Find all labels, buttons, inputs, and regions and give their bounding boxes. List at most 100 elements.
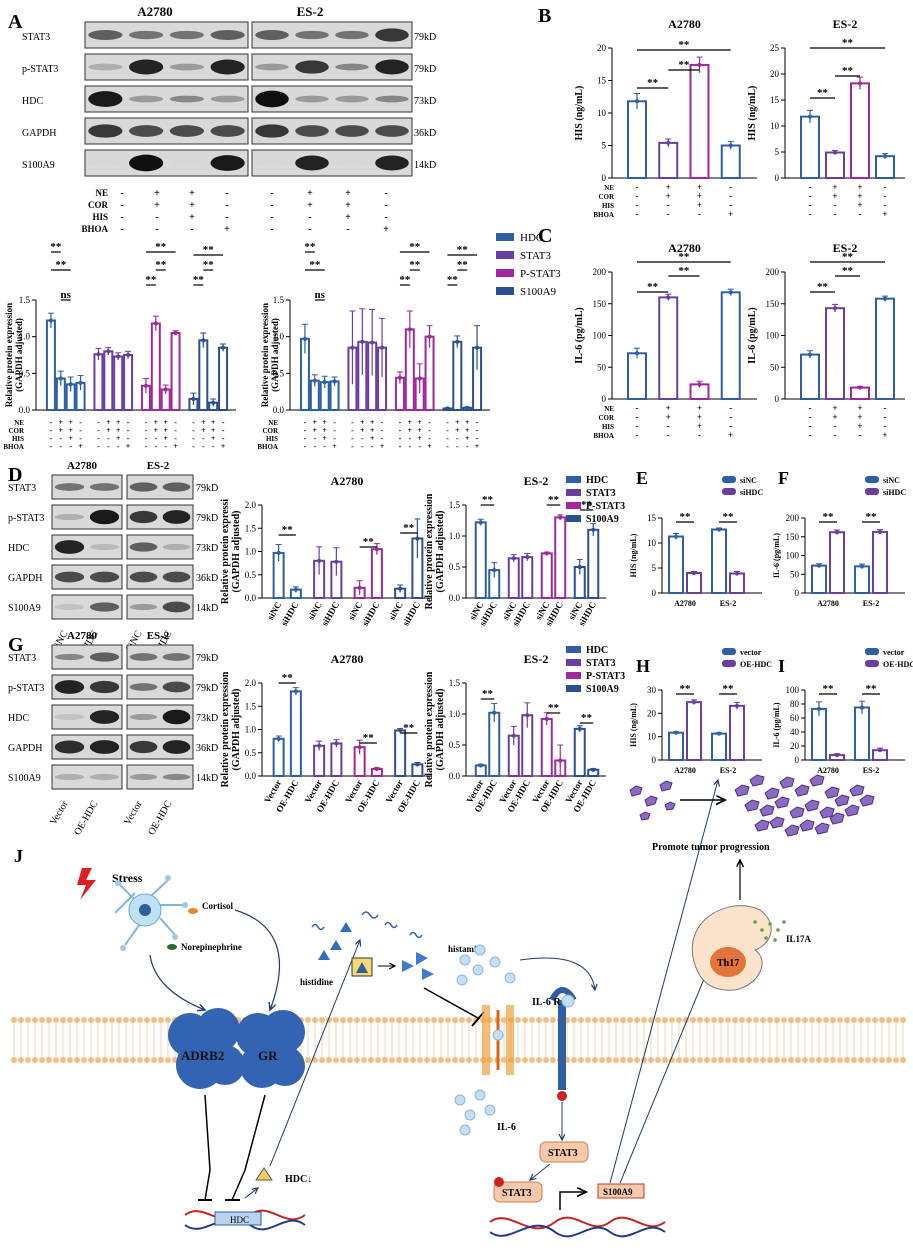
treat-sign: + bbox=[211, 426, 216, 435]
lipid-head bbox=[627, 1017, 633, 1023]
band bbox=[89, 773, 120, 781]
lipid-head bbox=[445, 1017, 451, 1023]
treat-label: HIS bbox=[12, 435, 24, 443]
bar bbox=[123, 354, 134, 411]
treat-sign: - bbox=[164, 442, 167, 451]
treat-sign: - bbox=[120, 212, 123, 223]
treat-sign: + bbox=[189, 188, 195, 199]
lipid-head bbox=[39, 1057, 45, 1063]
treat-sign: + bbox=[417, 426, 422, 435]
s100a9-box bbox=[597, 1183, 645, 1199]
treat-sign: + bbox=[173, 442, 178, 451]
y-tick-label: 20 bbox=[647, 708, 657, 718]
treat-label: HIS bbox=[266, 435, 278, 443]
band bbox=[295, 125, 329, 137]
data-point bbox=[58, 376, 63, 381]
band bbox=[375, 155, 409, 171]
band bbox=[375, 95, 409, 103]
stat3-box bbox=[539, 1141, 589, 1163]
treat-sign: - bbox=[446, 442, 449, 451]
treat-sign: + bbox=[116, 426, 121, 435]
tumor-cell bbox=[749, 774, 765, 787]
treat-sign: - bbox=[446, 418, 449, 427]
treat-sign: - bbox=[667, 421, 670, 431]
treat-sign: + bbox=[106, 426, 111, 435]
lipid-head bbox=[81, 1017, 87, 1023]
data-point bbox=[478, 520, 483, 525]
legend-swatch bbox=[722, 488, 736, 495]
data-point bbox=[350, 345, 355, 350]
blot-a-left-row-1 bbox=[84, 53, 249, 81]
bar bbox=[627, 100, 647, 179]
treat-label: NE bbox=[604, 184, 614, 192]
legend-label: OE-HDC bbox=[883, 660, 913, 669]
sig-stars: ** bbox=[145, 274, 157, 286]
lipid-head bbox=[816, 1017, 822, 1023]
norepinephrine-dot bbox=[167, 944, 177, 950]
lipid-head bbox=[669, 1017, 675, 1023]
tumor-cell bbox=[789, 806, 805, 819]
blot-g-right-row-1 bbox=[126, 674, 194, 700]
treat-sign: - bbox=[809, 209, 812, 219]
y-tick-label: 1.0 bbox=[449, 709, 461, 719]
treat-sign: + bbox=[832, 191, 837, 201]
bar bbox=[150, 322, 161, 412]
y-tick-label: 0 bbox=[652, 755, 657, 765]
lipid-head bbox=[767, 1057, 773, 1063]
chart-b-left: 05101520******-++--++---+----+NECORHISBH… bbox=[574, 17, 757, 219]
lipid-head bbox=[690, 1057, 696, 1063]
lane-label: Vector bbox=[48, 798, 71, 827]
data-point bbox=[577, 564, 582, 570]
treat-sign: - bbox=[154, 434, 157, 443]
band bbox=[129, 653, 158, 661]
y-tick-label: 1.5 bbox=[449, 678, 461, 688]
blot-d-right-row-2 bbox=[126, 534, 194, 560]
bar bbox=[45, 319, 56, 411]
y-tick-label: 40 bbox=[790, 727, 800, 737]
treat-sign: + bbox=[475, 442, 480, 451]
data-point bbox=[834, 753, 840, 758]
treat-sign: - bbox=[446, 434, 449, 443]
legend-label: P-STAT3 bbox=[586, 671, 625, 682]
lipid-head bbox=[137, 1057, 143, 1063]
lipid-head bbox=[165, 1017, 171, 1023]
band bbox=[162, 773, 191, 781]
lipid-head bbox=[739, 1017, 745, 1023]
stat3-dimer-label: STAT3 bbox=[502, 1188, 532, 1199]
treat-sign: + bbox=[189, 212, 195, 223]
treat-sign: + bbox=[59, 426, 64, 435]
legend-swatch bbox=[566, 476, 581, 483]
lipid-head bbox=[459, 1057, 465, 1063]
blot-row-label: HDC bbox=[8, 543, 29, 554]
lipid-head bbox=[592, 1017, 598, 1023]
band bbox=[129, 59, 164, 75]
lipid-head bbox=[879, 1057, 885, 1063]
data-point bbox=[317, 558, 322, 563]
treat-sign: + bbox=[345, 188, 351, 199]
lipid-head bbox=[781, 1017, 787, 1023]
treat-sign: - bbox=[729, 191, 732, 201]
blot-a-row-label: HDC bbox=[22, 96, 43, 107]
band bbox=[169, 30, 204, 40]
band bbox=[89, 509, 120, 525]
band bbox=[295, 155, 329, 171]
data-point bbox=[558, 515, 563, 520]
lipid-head bbox=[606, 1017, 612, 1023]
lipid-head bbox=[312, 1017, 318, 1023]
y-tick-label: 200 bbox=[766, 267, 780, 277]
treat-sign: - bbox=[667, 200, 670, 210]
treat-sign: + bbox=[465, 426, 470, 435]
y-tick-label: 150 bbox=[786, 532, 800, 542]
treat-sign: - bbox=[127, 426, 130, 435]
bar bbox=[658, 296, 679, 400]
chart-ylabel: Relative protein expressi bbox=[220, 499, 231, 604]
treat-sign: - bbox=[698, 209, 701, 219]
band bbox=[129, 482, 158, 492]
treat-sign: - bbox=[809, 412, 812, 422]
treat-sign: - bbox=[270, 200, 273, 211]
treat-sign: - bbox=[308, 212, 311, 223]
treat-sign: - bbox=[50, 442, 53, 451]
lipid-head bbox=[732, 1017, 738, 1023]
treat-sign: + bbox=[697, 200, 702, 210]
